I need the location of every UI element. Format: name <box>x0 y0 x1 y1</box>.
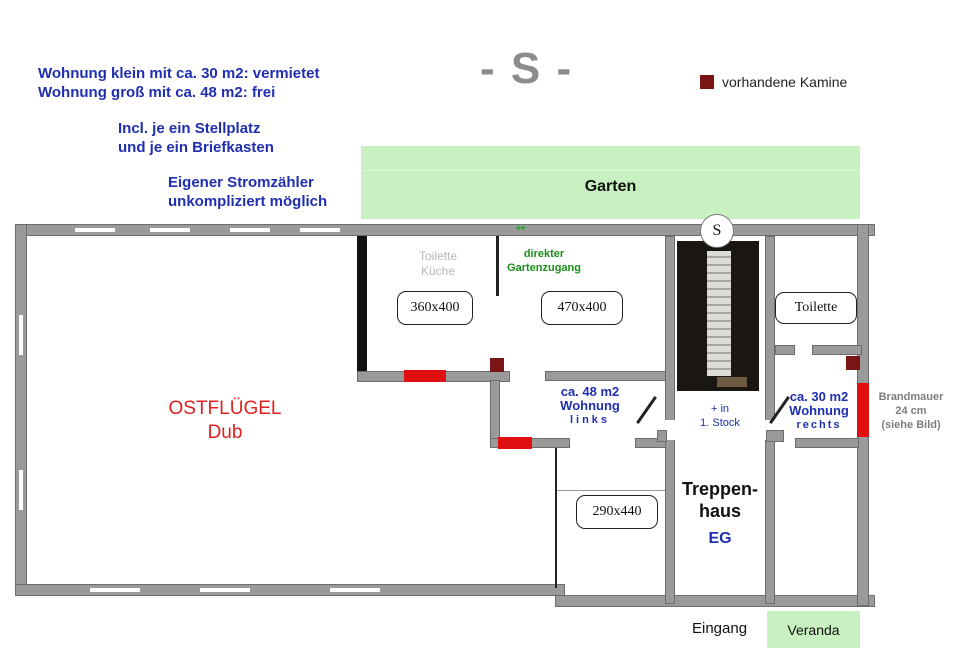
window-bottom-1 <box>90 588 140 592</box>
garden-access-stars: ** <box>516 223 526 237</box>
info-line-small-apartment: Wohnung klein mit ca. 30 m2: vermietet <box>38 65 320 82</box>
wall-bath-divider <box>555 448 557 588</box>
first-floor-label: + in 1. Stock <box>700 403 740 429</box>
glass-block-window <box>707 251 731 376</box>
dimension-label-bedroom: 290x440 <box>576 495 658 529</box>
window-top-1 <box>75 228 115 232</box>
stair-post-right <box>766 430 784 442</box>
dimension-label-living: 470x400 <box>541 291 623 325</box>
veranda-area: Veranda <box>767 611 860 648</box>
wall-living-bottom <box>545 371 667 381</box>
apartment-info: Wohnung klein mit ca. 30 m2: vermietet W… <box>38 64 319 102</box>
red-wall-segment-1 <box>404 370 446 382</box>
info-line-parking: Incl. je ein Stellplatz <box>118 120 261 137</box>
door-left-apt <box>636 396 657 424</box>
red-wall-segment-2 <box>498 437 532 449</box>
wall-top <box>15 224 875 236</box>
wall-bottom-left <box>15 584 565 596</box>
legend-label: vorhandene Kamine <box>722 74 848 90</box>
dimension-label-kitchen: 360x400 <box>397 291 473 325</box>
meter-info: Eigener Stromzähler unkompliziert möglic… <box>168 173 327 211</box>
east-wing-label: OSTFLÜGEL Dub <box>168 398 282 443</box>
wall-left <box>15 224 27 596</box>
chimney-icon-2 <box>846 356 860 370</box>
stair-door-gap-left <box>664 420 676 440</box>
ground-floor-label: EG <box>708 530 732 547</box>
stairwell-label: Treppen- haus <box>681 479 758 521</box>
garden-area: Garten <box>361 146 860 219</box>
window-top-2 <box>150 228 190 232</box>
firewall-segment <box>857 383 869 437</box>
staircase-photo <box>677 241 759 391</box>
stair-post-left <box>657 430 667 442</box>
right-apartment-label: ca. 30 m2 Wohnung rechts <box>789 389 849 432</box>
photo-floor <box>717 377 747 387</box>
window-left-1 <box>19 315 23 355</box>
toilet-right-label: Toilette <box>775 292 857 324</box>
legend: vorhandene Kamine <box>700 74 847 90</box>
chimney-icon-1 <box>490 358 504 372</box>
wall-bottom-right <box>555 595 875 607</box>
window-bottom-3 <box>330 588 380 592</box>
info-line-mailbox: und je ein Briefkasten <box>118 139 274 156</box>
veranda-label: Veranda <box>787 621 840 638</box>
garden-access-label: direkter Gartenzugang <box>507 248 581 274</box>
info-line-meter-possible: unkompliziert möglich <box>168 193 328 210</box>
window-top-4 <box>300 228 340 232</box>
info-line-meter: Eigener Stromzähler <box>168 174 314 191</box>
chimney-legend-icon <box>700 75 714 89</box>
door-garden <box>496 236 499 296</box>
info-line-large-apartment: Wohnung groß mit ca. 48 m2: frei <box>38 84 276 101</box>
garden-label: Garten <box>584 178 637 195</box>
window-left-2 <box>19 470 23 510</box>
south-marker: S <box>700 214 734 248</box>
window-bottom-2 <box>200 588 250 592</box>
wall-divider-black <box>357 236 367 380</box>
left-apartment-label: ca. 48 m2 Wohnung links <box>560 384 620 427</box>
window-top-3 <box>230 228 270 232</box>
wall-right-apt-bottom <box>795 438 859 448</box>
parking-info: Incl. je ein Stellplatz und je ein Brief… <box>118 119 274 157</box>
wall-right-apt-stub-2 <box>812 345 862 355</box>
bath-line <box>557 490 665 491</box>
compass-south-label: - S - <box>480 44 574 93</box>
firewall-note: Brandmauer 24 cm (siehe Bild) <box>878 391 944 431</box>
wall-right-apt-stub-1 <box>775 345 795 355</box>
toilet-kitchen-label: Toilette Küche <box>418 249 458 278</box>
entrance-label: Eingang <box>692 620 748 637</box>
